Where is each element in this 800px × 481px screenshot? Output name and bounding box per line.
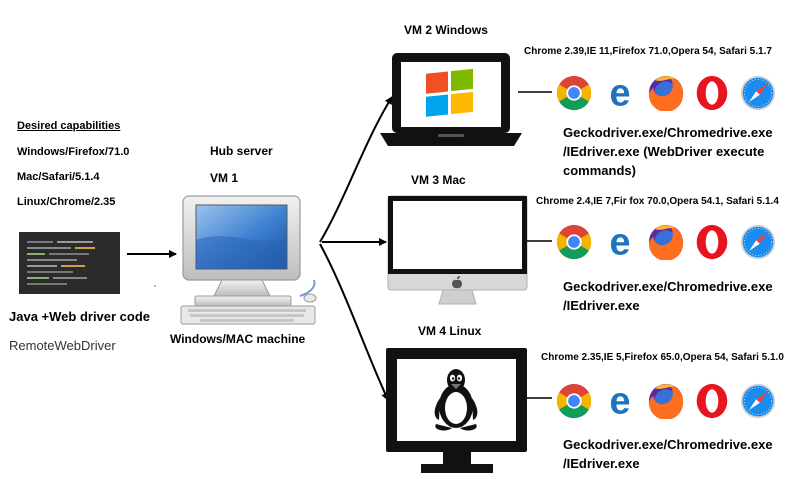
browser-icons-vm2 bbox=[556, 75, 776, 111]
vm2-title: VM 2 Windows bbox=[404, 23, 488, 37]
code-terminal-icon bbox=[19, 232, 120, 294]
browser-icons-vm3 bbox=[556, 224, 776, 260]
driver-line: Geckodriver.exe/Chromedrive.exe bbox=[563, 125, 773, 140]
apple-logo-icon bbox=[452, 276, 462, 289]
edge-ie-icon bbox=[609, 75, 631, 111]
vm4-title: VM 4 Linux bbox=[418, 324, 482, 338]
opera-icon bbox=[696, 224, 728, 260]
hub-machine-label: Windows/MAC machine bbox=[170, 332, 306, 346]
chrome-icon bbox=[556, 383, 592, 419]
vm4-drivers: Geckodriver.exe/Chromedrive.exe /IEdrive… bbox=[563, 436, 773, 474]
chrome-icon bbox=[556, 75, 592, 111]
driver-line: Geckodriver.exe/Chromedrive.exe bbox=[563, 437, 773, 452]
edge-ie-icon bbox=[609, 383, 631, 419]
vm4-browser-versions: Chrome 2.35,IE 5,Firefox 65.0,Opera 54, … bbox=[541, 352, 784, 363]
capability-item: Mac/Safari/5.1.4 bbox=[17, 171, 100, 183]
vm1-label: VM 1 bbox=[210, 171, 239, 185]
firefox-icon bbox=[648, 383, 684, 419]
vm3-browser-versions: Chrome 2.4,IE 7,Fir fox 70.0,Opera 54.1,… bbox=[536, 196, 779, 207]
driver-line: /IEdriver.exe (WebDriver execute bbox=[563, 143, 765, 159]
vm3-title: VM 3 Mac bbox=[411, 173, 466, 187]
firefox-icon bbox=[648, 75, 684, 111]
driver-line: Geckodriver.exe/Chromedrive.exe bbox=[563, 279, 773, 294]
opera-icon bbox=[696, 75, 728, 111]
imac-monitor-icon bbox=[387, 195, 528, 305]
vm2-browser-versions: Chrome 2.39,IE 11,Firefox 71.0,Opera 54,… bbox=[524, 46, 772, 57]
chrome-icon bbox=[556, 224, 592, 260]
arrow-hub-to-vm2 bbox=[319, 96, 393, 243]
capability-item: Windows/Firefox/71.0 bbox=[17, 146, 130, 158]
desired-capabilities-heading: Desired capabilities bbox=[17, 120, 121, 132]
tux-linux-icon bbox=[434, 369, 478, 431]
driver-line: /IEdriver.exe bbox=[563, 455, 640, 471]
driver-line: /IEdriver.exe bbox=[563, 297, 640, 313]
capability-item: Linux/Chrome/2.35 bbox=[17, 196, 116, 208]
stray-dot bbox=[154, 285, 156, 287]
safari-icon bbox=[740, 75, 776, 111]
arrow-hub-to-vm4 bbox=[319, 243, 389, 401]
remote-webdriver-label: RemoteWebDriver bbox=[9, 338, 116, 353]
hub-server-label: Hub server bbox=[210, 144, 273, 158]
windows-logo-icon bbox=[426, 68, 473, 117]
vm2-drivers: Geckodriver.exe/Chromedrive.exe /IEdrive… bbox=[563, 124, 773, 181]
firefox-icon bbox=[648, 224, 684, 260]
code-label: Java +Web driver code bbox=[9, 309, 151, 324]
desktop-computer-icon bbox=[180, 195, 317, 325]
edge-ie-icon bbox=[609, 224, 631, 260]
opera-icon bbox=[696, 383, 728, 419]
browser-icons-vm4 bbox=[556, 383, 776, 419]
driver-line: commands) bbox=[563, 162, 636, 178]
safari-icon bbox=[740, 224, 776, 260]
safari-icon bbox=[740, 383, 776, 419]
vm3-drivers: Geckodriver.exe/Chromedrive.exe /IEdrive… bbox=[563, 278, 773, 316]
